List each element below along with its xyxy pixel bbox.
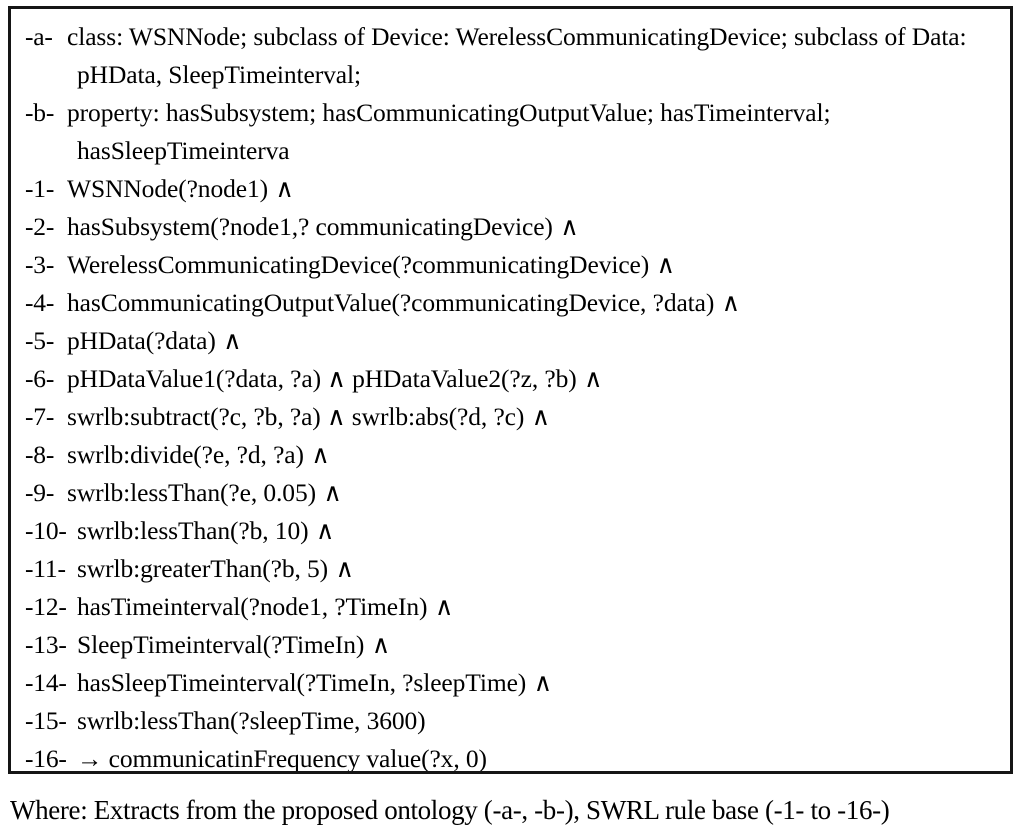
line-text: SleepTimeinterval(?TimeIn)∧ — [77, 626, 1010, 665]
rule-line-11: -11- swrlb:greaterThan(?b, 5)∧ — [11, 550, 1010, 588]
line-text: swrlb:divide(?e, ?d, ?a) ∧ — [67, 436, 1010, 475]
conjunction-symbol: ∧ — [223, 328, 242, 355]
rule-line-4: -4- hasCommunicatingOutputValue(?communi… — [11, 284, 1010, 322]
line-text: swrlb:lessThan(?sleepTime, 3600) — [77, 702, 1010, 740]
line-text: → communicatinFrequency value(?x, 0) — [77, 740, 1010, 773]
rule-line-13: -13- SleepTimeinterval(?TimeIn)∧ — [11, 626, 1010, 664]
atom-text: WerelessCommunicatingDevice(?communicati… — [67, 250, 650, 279]
line-label: -14- — [25, 668, 67, 697]
atom-text: → communicatinFrequency value(?x, 0) — [77, 744, 487, 773]
rule-line-14: -14- hasSleepTimeinterval(?TimeIn, ?slee… — [11, 664, 1010, 702]
atom-text: swrlb:lessThan(?sleepTime, 3600) — [77, 706, 426, 735]
conjunction-symbol: ∧ — [335, 556, 354, 583]
rule-line-5: -5- pHData(?data) ∧ — [11, 322, 1010, 360]
line-text: pHData, SleepTimeinterval; — [77, 60, 361, 89]
rule-line-2: -2- hasSubsystem(?node1,? communicatingD… — [11, 208, 1010, 246]
rule-line-1: -1- WSNNode(?node1)∧ — [11, 170, 1010, 208]
rule-line-10: -10- swrlb:lessThan(?b, 10) ∧ — [11, 512, 1010, 550]
line-label: -10- — [25, 516, 67, 545]
line-label: -6- — [25, 364, 55, 393]
line-text: hasSubsystem(?node1,? communicatingDevic… — [67, 208, 1010, 247]
atom-text: swrlb:greaterThan(?b, 5) — [77, 554, 329, 583]
line-label: -3- — [25, 250, 55, 279]
ontology-line-a-continuation: pHData, SleepTimeinterval; — [11, 56, 1010, 94]
atom-text: hasTimeinterval(?node1, ?TimeIn) — [77, 592, 428, 621]
conjunction-symbol: ∧ — [275, 176, 294, 203]
rule-line-8: -8- swrlb:divide(?e, ?d, ?a) ∧ — [11, 436, 1010, 474]
conjunction-symbol: ∧ — [533, 670, 552, 697]
swrl-rule-box: -a- class: WSNNode; subclass of Device: … — [8, 6, 1013, 774]
line-label: -5- — [25, 326, 55, 355]
line-label: -16- — [25, 744, 67, 773]
conjunction-symbol: ∧ — [434, 594, 454, 621]
line-text: class: WSNNode; subclass of Device: Were… — [67, 22, 967, 51]
rule-line-12: -12- hasTimeinterval(?node1, ?TimeIn)∧ — [11, 588, 1010, 626]
line-text: swrlb:subtract(?c, ?b, ?a) ∧ swrlb:abs(?… — [67, 398, 1010, 437]
rule-line-15: -15- swrlb:lessThan(?sleepTime, 3600) — [11, 702, 1010, 740]
conjunction-symbol: ∧ — [311, 442, 330, 469]
atom-text: SleepTimeinterval(?TimeIn) — [77, 630, 365, 659]
line-text: WerelessCommunicatingDevice(?communicati… — [67, 246, 1010, 285]
line-text: swrlb:lessThan(?e, 0.05) ∧ — [67, 474, 1010, 513]
line-text: swrlb:lessThan(?b, 10) ∧ — [77, 512, 1010, 551]
line-text: hasSleepTimeinterval(?TimeIn, ?sleepTime… — [77, 664, 1010, 703]
conjunction-symbol: ∧ — [560, 214, 579, 241]
line-text: pHDataValue1(?data, ?a) ∧ pHDataValue2(?… — [67, 360, 1010, 399]
atom-text: pHDataValue1(?data, ?a) ∧ pHDataValue2(?… — [67, 364, 577, 393]
rule-line-3: -3- WerelessCommunicatingDevice(?communi… — [11, 246, 1010, 284]
atom-text: swrlb:divide(?e, ?d, ?a) — [67, 440, 304, 469]
line-text: swrlb:greaterThan(?b, 5)∧ — [77, 550, 1010, 589]
rule-line-7: -7- swrlb:subtract(?c, ?b, ?a) ∧ swrlb:a… — [11, 398, 1010, 436]
line-label: -2- — [25, 212, 55, 241]
line-text: WSNNode(?node1)∧ — [67, 170, 1010, 209]
conjunction-symbol: ∧ — [721, 290, 740, 317]
line-label: -12- — [25, 592, 67, 621]
ontology-line-b-continuation: hasSleepTimeinterva — [11, 132, 1010, 170]
rule-line-16: -16- → communicatinFrequency value(?x, 0… — [11, 740, 1010, 773]
line-text: hasSleepTimeinterva — [77, 136, 290, 165]
line-text: pHData(?data) ∧ — [67, 322, 1010, 361]
atom-text: hasCommunicatingOutputValue(?communicati… — [67, 288, 715, 317]
line-text: property: hasSubsystem; hasCommunicating… — [67, 98, 831, 127]
figure-caption: Where: Extracts from the proposed ontolo… — [10, 795, 890, 825]
atom-text: WSNNode(?node1) — [67, 174, 269, 203]
line-text: hasTimeinterval(?node1, ?TimeIn)∧ — [77, 588, 1010, 627]
line-label: -b- — [25, 98, 55, 127]
atom-text: pHData(?data) — [67, 326, 216, 355]
atom-text: swrlb:lessThan(?b, 10) — [77, 516, 309, 545]
line-label: -11- — [25, 554, 66, 583]
line-label: -a- — [25, 22, 53, 51]
line-text: hasCommunicatingOutputValue(?communicati… — [67, 284, 1010, 323]
conjunction-symbol: ∧ — [656, 252, 675, 279]
line-label: -8- — [25, 440, 55, 469]
atom-text: swrlb:subtract(?c, ?b, ?a) ∧ swrlb:abs(?… — [67, 402, 525, 431]
atom-text: hasSleepTimeinterval(?TimeIn, ?sleepTime… — [77, 668, 527, 697]
line-label: -15- — [25, 706, 67, 735]
conjunction-symbol: ∧ — [371, 632, 391, 659]
rule-list: -a- class: WSNNode; subclass of Device: … — [11, 9, 1010, 773]
rule-line-9: -9- swrlb:lessThan(?e, 0.05) ∧ — [11, 474, 1010, 512]
line-label: -13- — [25, 630, 67, 659]
line-label: -4- — [25, 288, 55, 317]
rule-line-6: -6- pHDataValue1(?data, ?a) ∧ pHDataValu… — [11, 360, 1010, 398]
line-label: -9- — [25, 478, 55, 507]
ontology-line-b: -b- property: hasSubsystem; hasCommunica… — [11, 94, 1010, 132]
conjunction-symbol: ∧ — [316, 518, 335, 545]
conjunction-symbol: ∧ — [531, 404, 550, 431]
atom-text: hasSubsystem(?node1,? communicatingDevic… — [67, 212, 553, 241]
ontology-line-a: -a- class: WSNNode; subclass of Device: … — [11, 18, 1010, 56]
conjunction-symbol: ∧ — [584, 366, 603, 393]
conjunction-symbol: ∧ — [323, 480, 342, 507]
line-label: -1- — [25, 174, 55, 203]
line-label: -7- — [25, 402, 55, 431]
atom-text: swrlb:lessThan(?e, 0.05) — [67, 478, 316, 507]
